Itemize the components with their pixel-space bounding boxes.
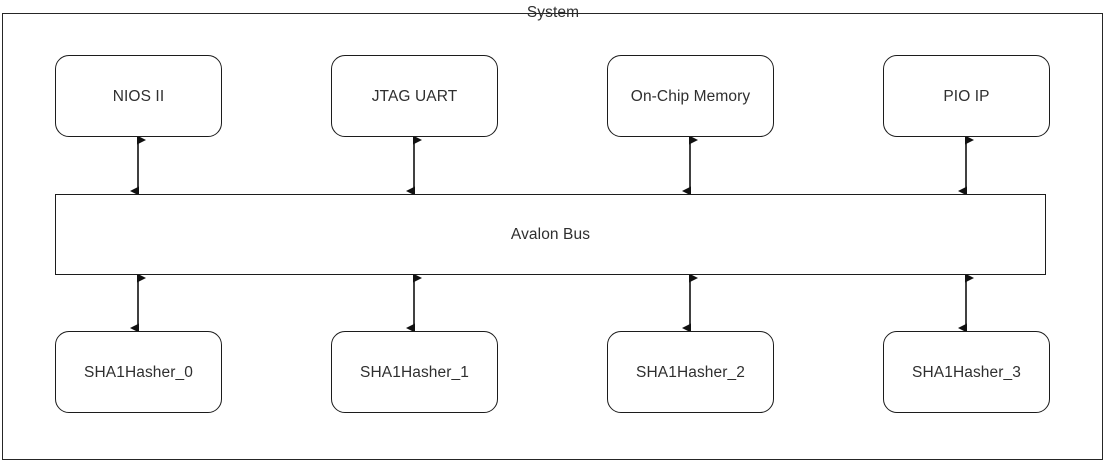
node-nios-ii[interactable]: NIOS II xyxy=(55,55,222,137)
pio-ip-to-avalon-bus[interactable] xyxy=(953,139,979,192)
node-pio-ip[interactable]: PIO IP xyxy=(883,55,1050,137)
avalon-bus-label: Avalon Bus xyxy=(510,226,591,243)
system-frame xyxy=(2,13,1103,460)
nios-ii-to-avalon-bus[interactable] xyxy=(125,139,151,192)
avalon-bus-to-sha1hasher-1[interactable] xyxy=(401,277,427,329)
node-jtag-uart[interactable]: JTAG UART xyxy=(331,55,498,137)
jtag-uart-to-avalon-bus[interactable] xyxy=(401,139,427,192)
avalon-bus-to-sha1hasher-2[interactable] xyxy=(677,277,703,329)
node-label: SHA1Hasher_3 xyxy=(912,363,1021,381)
node-sha1hasher-2[interactable]: SHA1Hasher_2 xyxy=(607,331,774,413)
node-label: NIOS II xyxy=(112,87,165,105)
node-label: SHA1Hasher_0 xyxy=(84,363,193,381)
node-label: On-Chip Memory xyxy=(630,87,751,105)
avalon-bus-to-sha1hasher-0[interactable] xyxy=(125,277,151,329)
node-label: JTAG UART xyxy=(371,87,458,105)
on-chip-memory-to-avalon-bus[interactable] xyxy=(677,139,703,192)
connections-group xyxy=(130,135,974,333)
node-on-chip-memory[interactable]: On-Chip Memory xyxy=(607,55,774,137)
node-sha1hasher-0[interactable]: SHA1Hasher_0 xyxy=(55,331,222,413)
node-label: SHA1Hasher_2 xyxy=(636,363,745,381)
avalon-bus-to-sha1hasher-3[interactable] xyxy=(953,277,979,329)
node-label: SHA1Hasher_1 xyxy=(360,363,469,381)
node-label: PIO IP xyxy=(943,87,990,105)
system-title: System xyxy=(526,4,580,21)
avalon-bus[interactable]: Avalon Bus xyxy=(55,194,1046,275)
node-sha1hasher-3[interactable]: SHA1Hasher_3 xyxy=(883,331,1050,413)
node-sha1hasher-1[interactable]: SHA1Hasher_1 xyxy=(331,331,498,413)
